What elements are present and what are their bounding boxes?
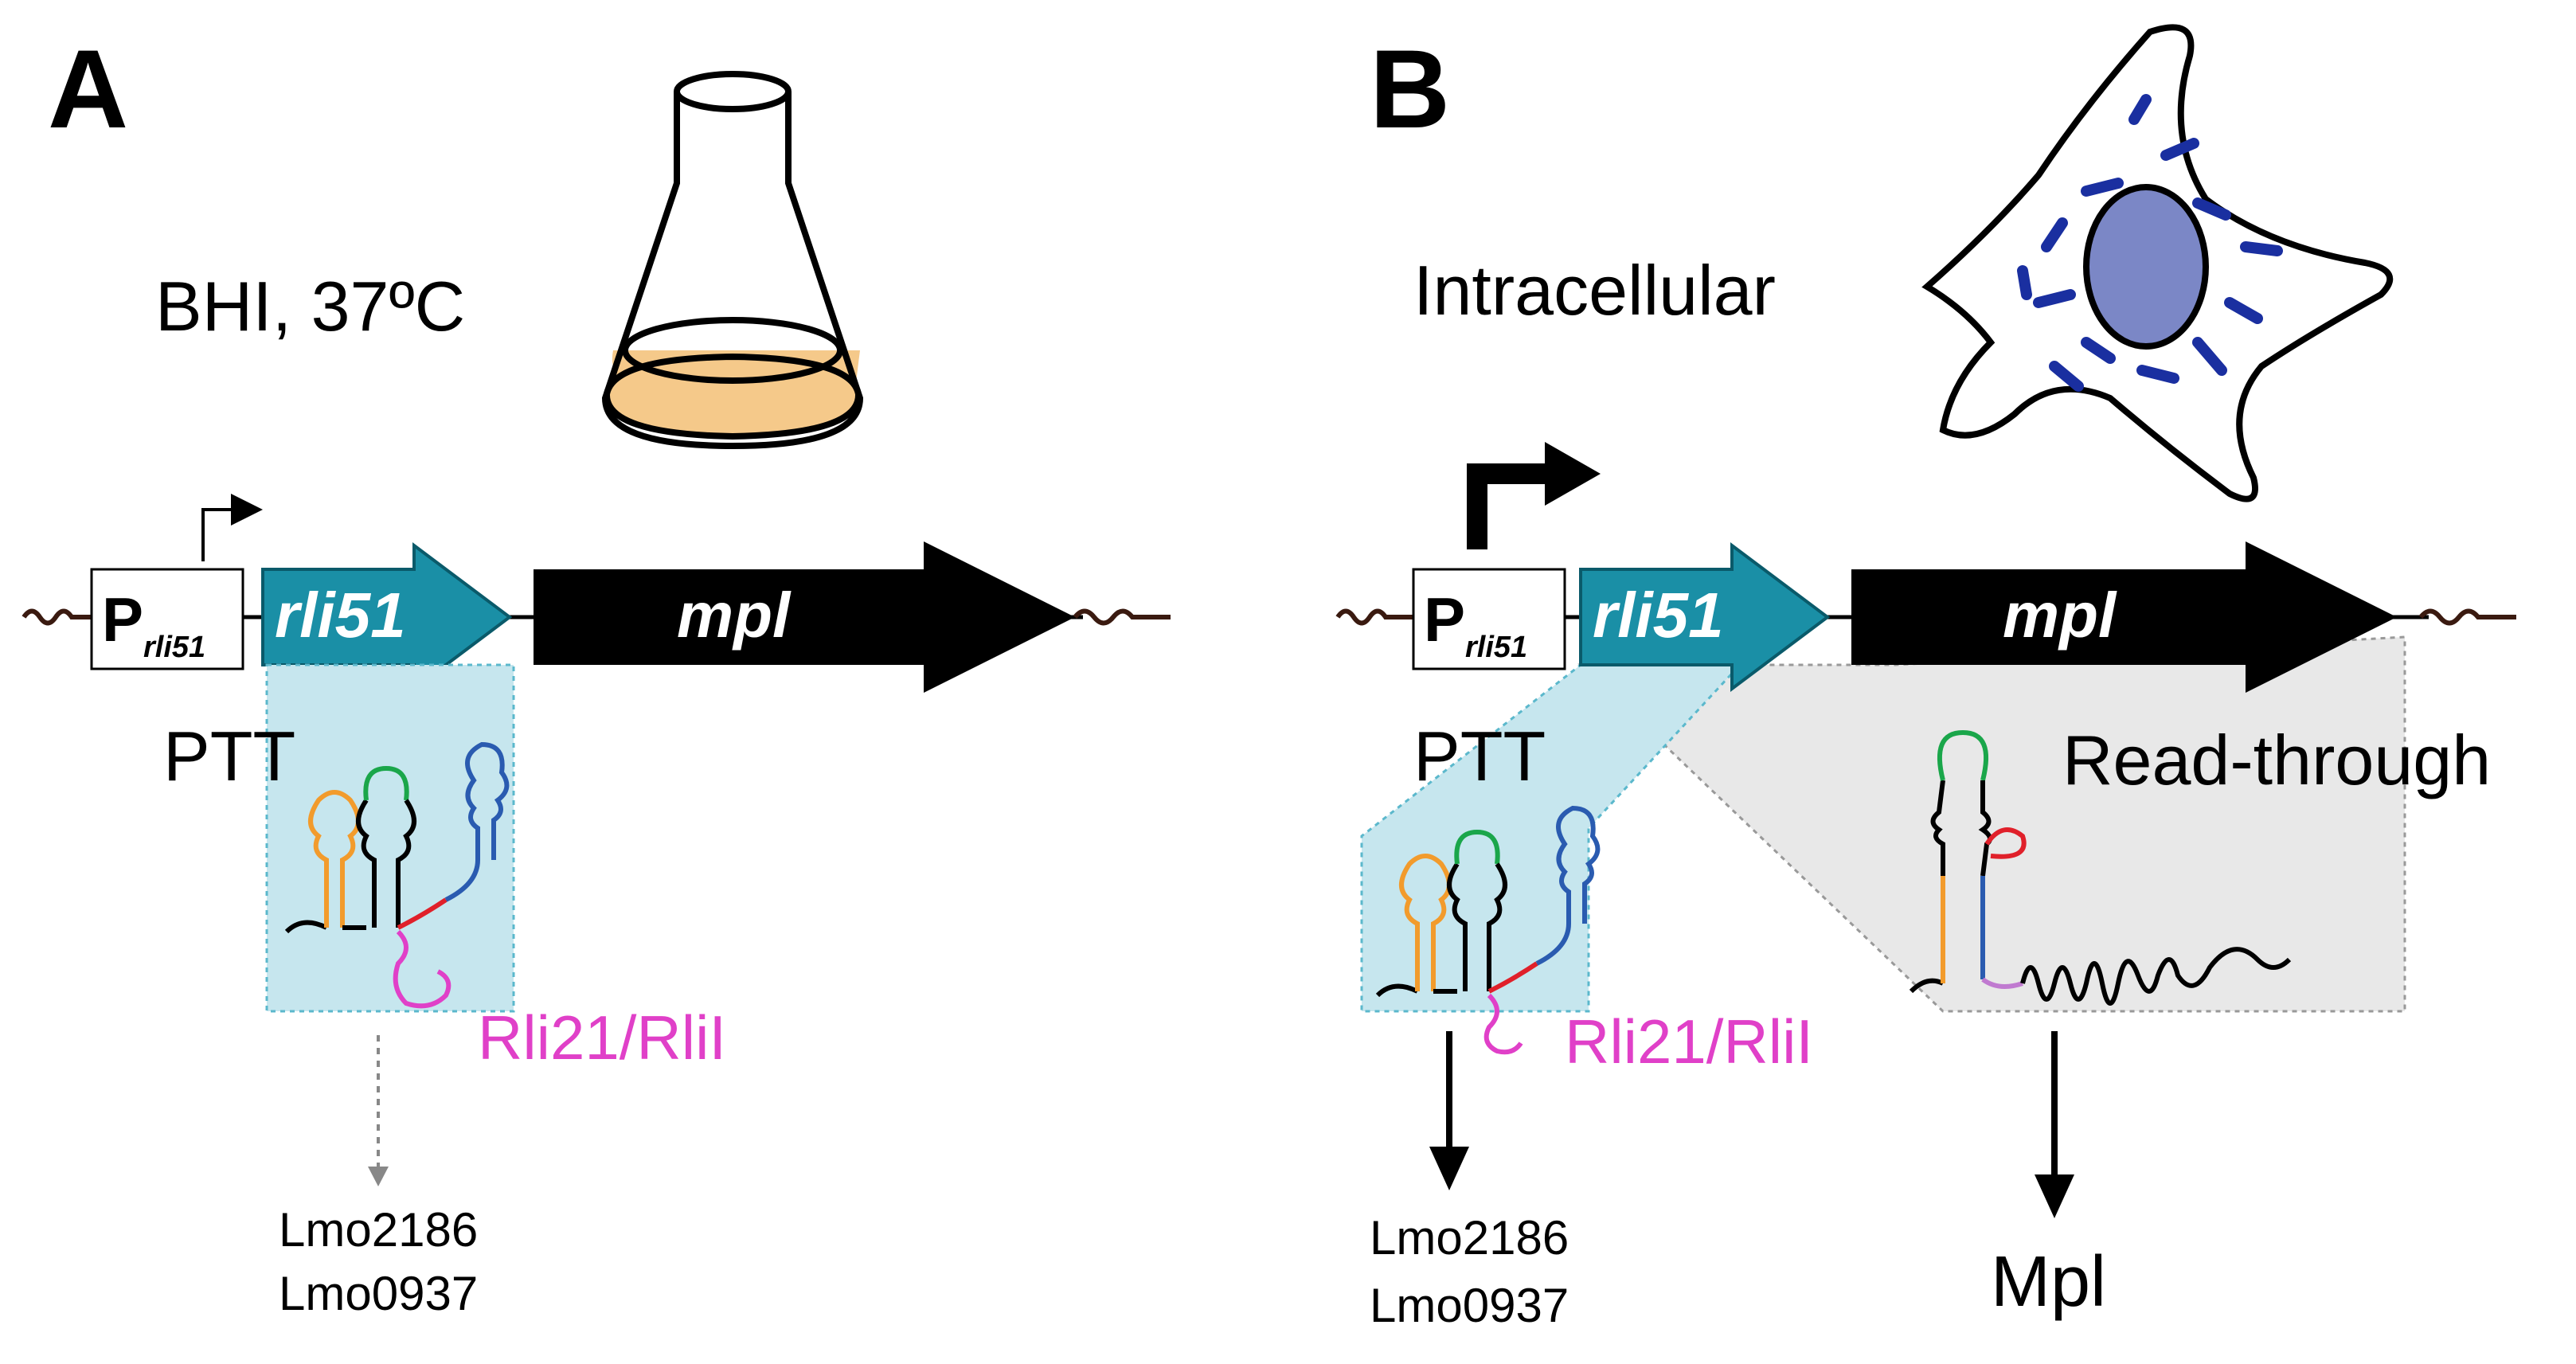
ptt-box-b bbox=[1360, 663, 1743, 1013]
mpl-gene-b bbox=[1851, 541, 2397, 693]
panel-b-label: B bbox=[1370, 26, 1450, 151]
dna-end-right-a bbox=[1073, 608, 1171, 626]
mpl-gene-a bbox=[534, 541, 1075, 693]
readthrough-box bbox=[1577, 635, 2406, 1013]
promoter-label-b: P bbox=[1424, 584, 1465, 655]
dna-end-left-b bbox=[1335, 608, 1413, 626]
condition-label-b: Intracellular bbox=[1413, 251, 1776, 330]
promoter-sub-b: rli51 bbox=[1465, 631, 1527, 664]
rli51-gene-b bbox=[1579, 542, 1831, 692]
product-label: Mpl bbox=[1991, 1242, 2106, 1322]
rna-structure-b bbox=[1375, 805, 1601, 1055]
panel-a-label: A bbox=[48, 26, 128, 151]
target-2-b: Lmo0937 bbox=[1370, 1279, 1569, 1332]
panel-a: A BHI, 37ºC P rli51 rli51 mpl PTT bbox=[21, 26, 1171, 1320]
flask-icon bbox=[601, 71, 864, 450]
promoter-box-a bbox=[90, 568, 244, 670]
target-2-a: Lmo0937 bbox=[279, 1267, 478, 1320]
ptt-box-a bbox=[265, 663, 515, 1013]
rna-structure-a bbox=[284, 741, 510, 1009]
condition-label-a: BHI, 37ºC bbox=[155, 267, 465, 346]
host-cell-icon bbox=[1921, 24, 2394, 502]
dna-end-right-b bbox=[2418, 608, 2516, 626]
tss-arrow-a bbox=[201, 494, 263, 561]
rna-structure-readthrough bbox=[1909, 729, 2292, 1006]
target-1-b: Lmo2186 bbox=[1370, 1211, 1569, 1264]
srna-label-a: Rli21/RliI bbox=[478, 1002, 726, 1073]
mpl-label-b: mpl bbox=[2003, 580, 2117, 651]
srna-label-b: Rli21/RliI bbox=[1565, 1006, 1813, 1077]
promoter-label-a: P bbox=[102, 584, 143, 655]
mpl-label-a: mpl bbox=[677, 580, 792, 651]
target-1-a: Lmo2186 bbox=[279, 1203, 478, 1257]
promoter-box-b bbox=[1412, 568, 1566, 670]
panel-b: B Intracellular bbox=[1335, 24, 2516, 1332]
ptt-label-b: PTT bbox=[1413, 717, 1546, 795]
dna-end-left-a bbox=[21, 608, 92, 626]
promoter-sub-a: rli51 bbox=[143, 631, 205, 664]
tss-arrow-b bbox=[1467, 463, 1553, 549]
ptt-label-a: PTT bbox=[163, 717, 295, 795]
readthrough-label: Read-through bbox=[2062, 721, 2491, 799]
rli51-label-b: rli51 bbox=[1593, 580, 1724, 651]
rli51-label-a: rli51 bbox=[275, 580, 406, 651]
